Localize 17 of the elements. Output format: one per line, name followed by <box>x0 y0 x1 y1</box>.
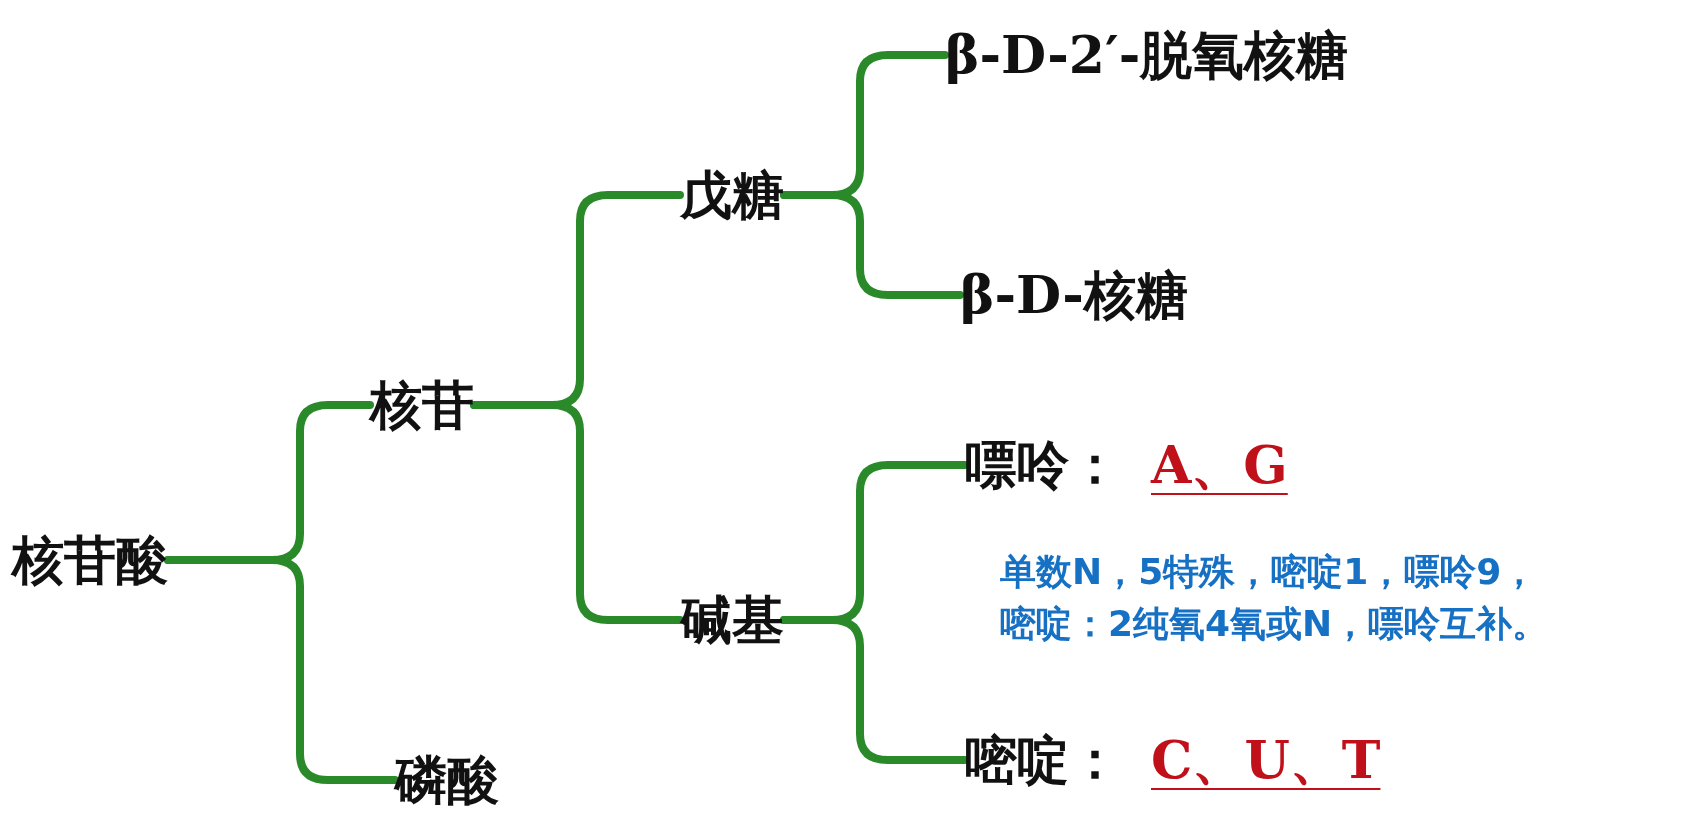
note-text: 嘧啶：2纯氧4氧或N，嘌呤互补。 <box>1000 602 1549 646</box>
term-text: 戊糖 <box>680 164 784 227</box>
term-text: 碱基 <box>680 589 784 652</box>
term-text: 嘧啶： <box>965 729 1121 790</box>
brace-line <box>164 556 399 784</box>
term-text: β-D-核糖 <box>960 264 1188 327</box>
term-text: 核苷酸 <box>12 529 168 592</box>
term-text: 磷酸 <box>395 749 499 812</box>
brace-line <box>780 616 969 764</box>
base-letters: A、G <box>1151 434 1288 495</box>
brace-line <box>470 401 684 624</box>
brace-line <box>780 191 964 299</box>
term-text: 核苷 <box>370 374 474 437</box>
note-text: 单数N，5特殊，嘧啶1，嘌呤9， <box>1000 550 1538 594</box>
base-letters: C、U、T <box>1151 729 1381 790</box>
term-text: 嘌呤： <box>965 434 1121 495</box>
term-text: β-D-2′-脱氧核糖 <box>945 24 1349 87</box>
